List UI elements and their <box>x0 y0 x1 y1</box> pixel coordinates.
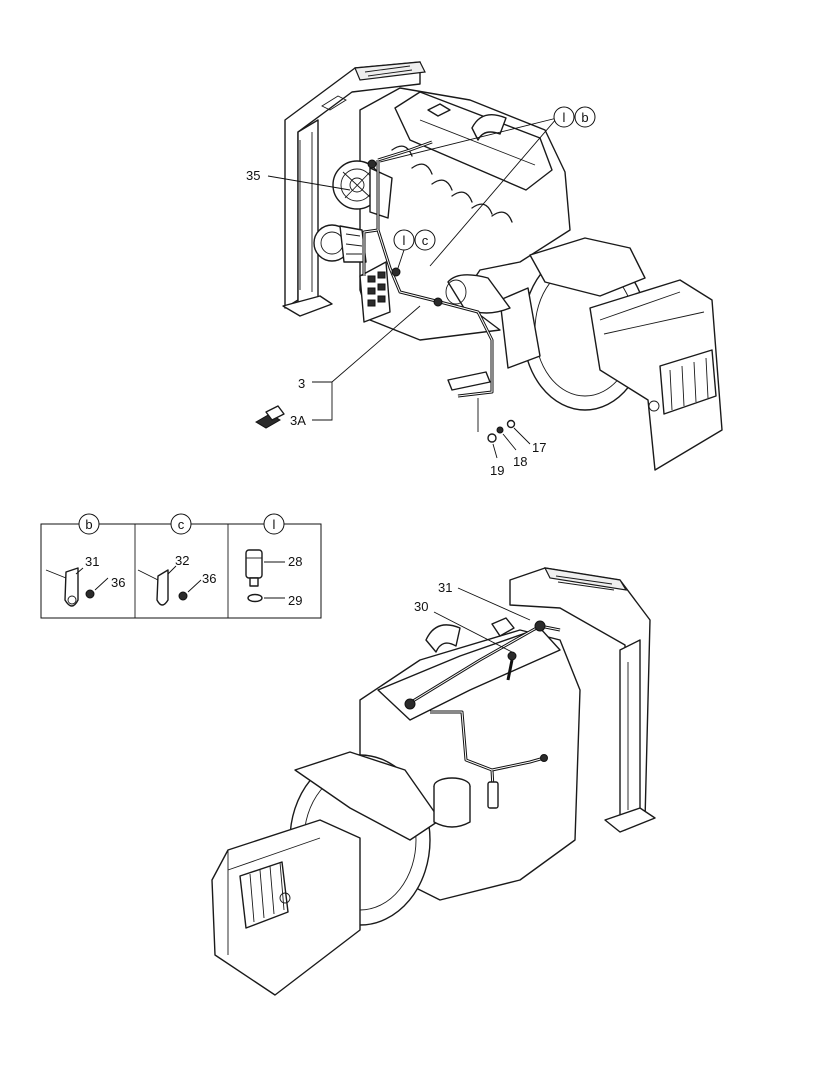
clamp-icon <box>45 567 79 607</box>
part-3A-label: 3A <box>290 413 306 428</box>
fuel-filter-icon <box>433 777 471 828</box>
bottom-engine-assembly <box>211 567 656 996</box>
detail-c-part-32: 32 <box>175 553 189 568</box>
bottom-part-31-label: 31 <box>438 580 452 595</box>
detail-b-part-36: 36 <box>111 575 125 590</box>
detail-c-label: c <box>178 517 185 532</box>
detail-b-label: b <box>85 517 92 532</box>
callout-l-b: l b <box>553 106 596 128</box>
bottom-part-30-label: 30 <box>414 599 428 614</box>
compressor-icon <box>313 224 367 263</box>
sensor-icon <box>245 549 263 587</box>
detail-l-part-29: 29 <box>288 593 302 608</box>
detail-l-part-28: 28 <box>288 554 302 569</box>
detail-l-label: l <box>273 517 276 532</box>
nut-icon <box>496 426 504 434</box>
callout-l-c: l c <box>393 229 436 251</box>
air-intake-grille-icon <box>589 279 723 471</box>
air-intake-grille-icon <box>211 819 361 996</box>
washer-icon <box>247 593 263 603</box>
part-17-label: 17 <box>532 440 546 455</box>
radiator-icon <box>509 567 656 833</box>
nut-icon <box>85 589 95 599</box>
callout-l-mid: l <box>403 233 406 248</box>
detail-legend: b c l 31 36 32 36 28 29 <box>40 513 322 619</box>
top-engine-assembly <box>255 61 723 471</box>
part-19-label: 19 <box>490 463 504 478</box>
part-3-label: 3 <box>298 376 305 391</box>
wire-harness-icon <box>404 620 561 809</box>
clamp-icon <box>137 569 169 606</box>
washer-icon <box>487 433 497 443</box>
detail-c-part-36: 36 <box>202 571 216 586</box>
part-18-label: 18 <box>513 454 527 469</box>
wire-harness-icon <box>362 140 494 398</box>
top-leaders <box>267 117 558 459</box>
radiator-icon <box>282 61 426 317</box>
sensor-connector-icon <box>255 405 285 429</box>
terminal-block-icon <box>359 261 391 323</box>
nut-icon <box>178 591 188 601</box>
callout-l-top: l <box>563 110 566 125</box>
callout-c-top: c <box>422 233 429 248</box>
alternator-icon <box>332 160 393 219</box>
detail-b-part-31: 31 <box>85 554 99 569</box>
callout-b-top: b <box>581 110 588 125</box>
part-35-label: 35 <box>246 168 260 183</box>
